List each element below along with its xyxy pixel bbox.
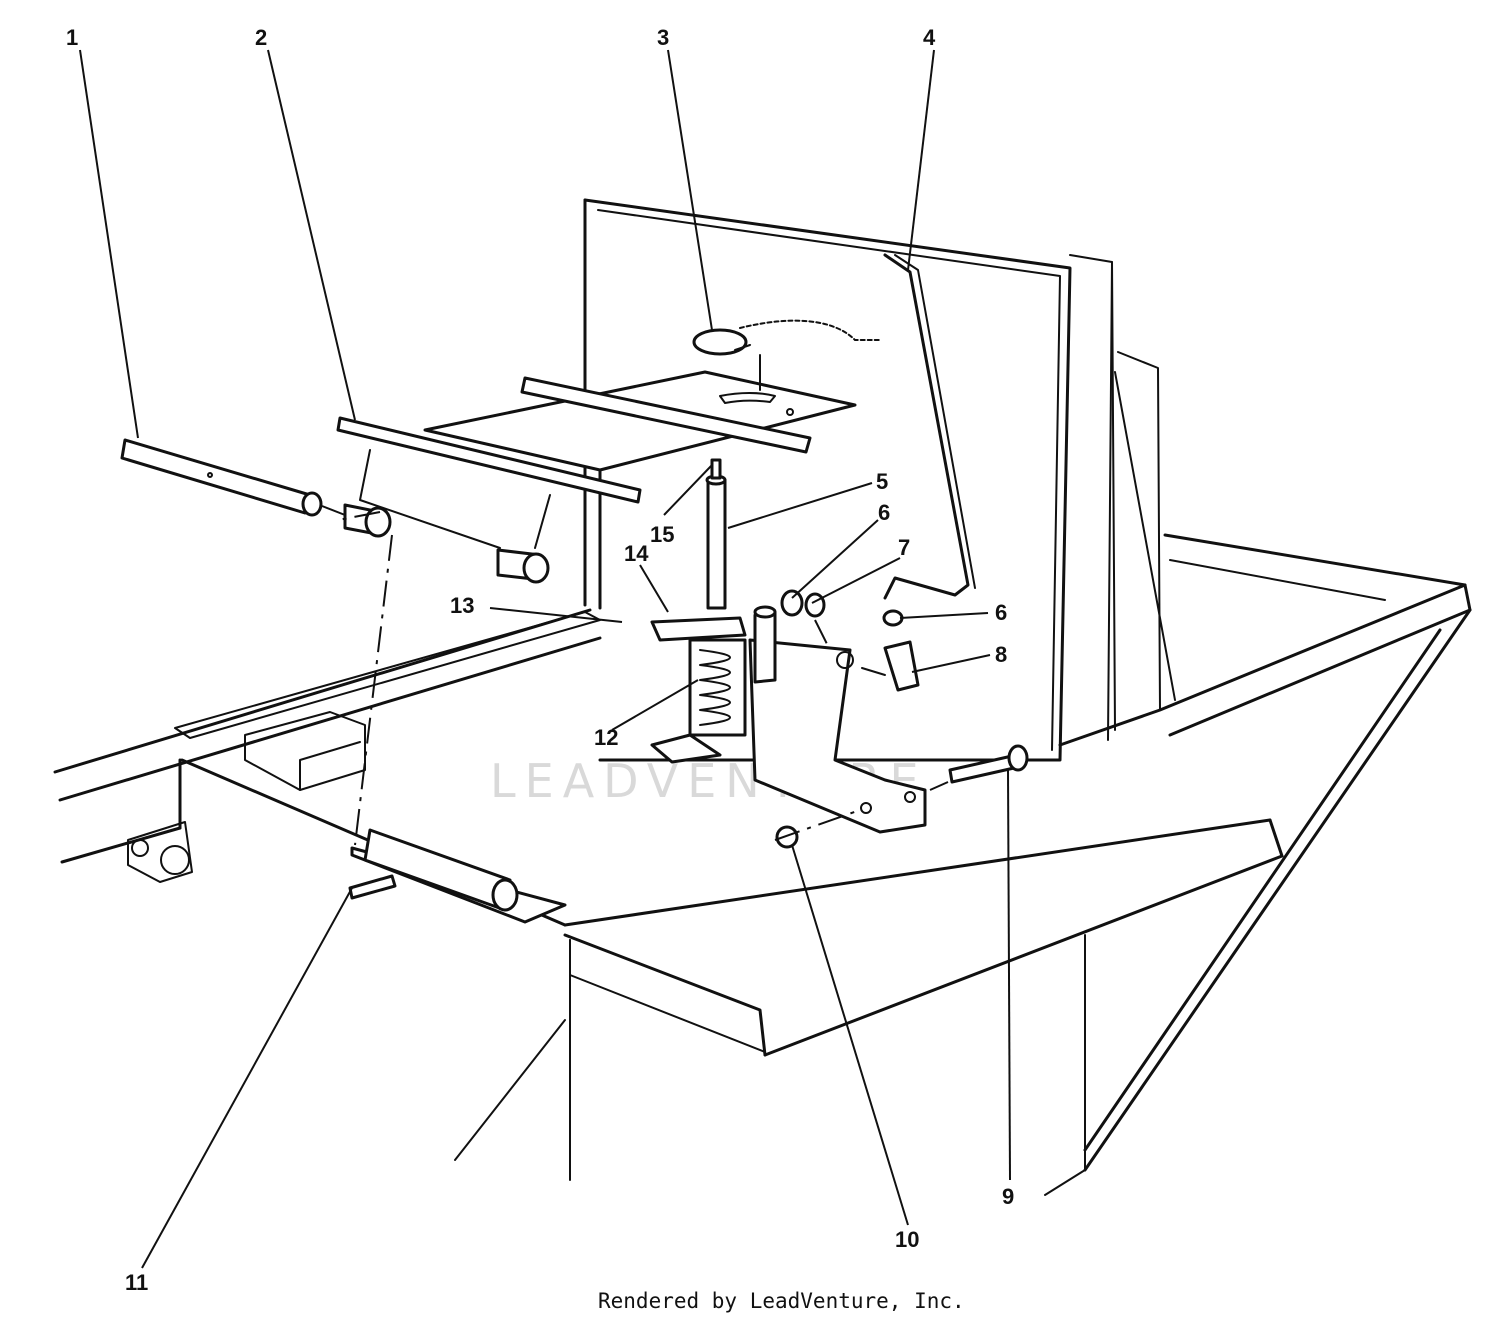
- hardware-small: [780, 589, 920, 692]
- bracket-assembly: [650, 605, 927, 834]
- nut: [775, 825, 799, 849]
- callout-4: 4: [923, 25, 936, 50]
- callout-8: 8: [995, 642, 1007, 667]
- rod: [120, 438, 323, 517]
- callout-9: 9: [1002, 1184, 1014, 1209]
- callout-12: 12: [594, 725, 618, 750]
- callout-3: 3: [657, 25, 669, 50]
- leader-lines: [79, 49, 1011, 1269]
- chassis-frame: [53, 533, 1472, 1196]
- callout-7: 7: [898, 535, 910, 560]
- bent-lever: [883, 253, 976, 600]
- callout-10: 10: [895, 1227, 919, 1252]
- credit-line: Rendered by LeadVenture, Inc.: [598, 1289, 965, 1313]
- callout-6-lower: 6: [995, 600, 1007, 625]
- bolt: [948, 744, 1029, 784]
- callout-11: 11: [125, 1270, 148, 1295]
- ring-and-chain: [692, 319, 881, 356]
- callout-5: 5: [876, 469, 888, 494]
- seat-plate: [423, 354, 857, 610]
- callout-6: 6: [878, 500, 890, 525]
- callout-14: 14: [624, 541, 649, 566]
- callout-2: 2: [255, 25, 267, 50]
- callout-labels: 1 2 3 4 5 6 7 6 8 9 10 11 12 13 14 15: [66, 25, 1014, 1295]
- callout-13: 13: [450, 593, 474, 618]
- hinge-bar-assembly: [336, 376, 812, 584]
- callout-15: 15: [650, 522, 674, 547]
- spring-post: [705, 458, 727, 610]
- callout-1: 1: [66, 25, 78, 50]
- lower-hinge: [348, 828, 567, 924]
